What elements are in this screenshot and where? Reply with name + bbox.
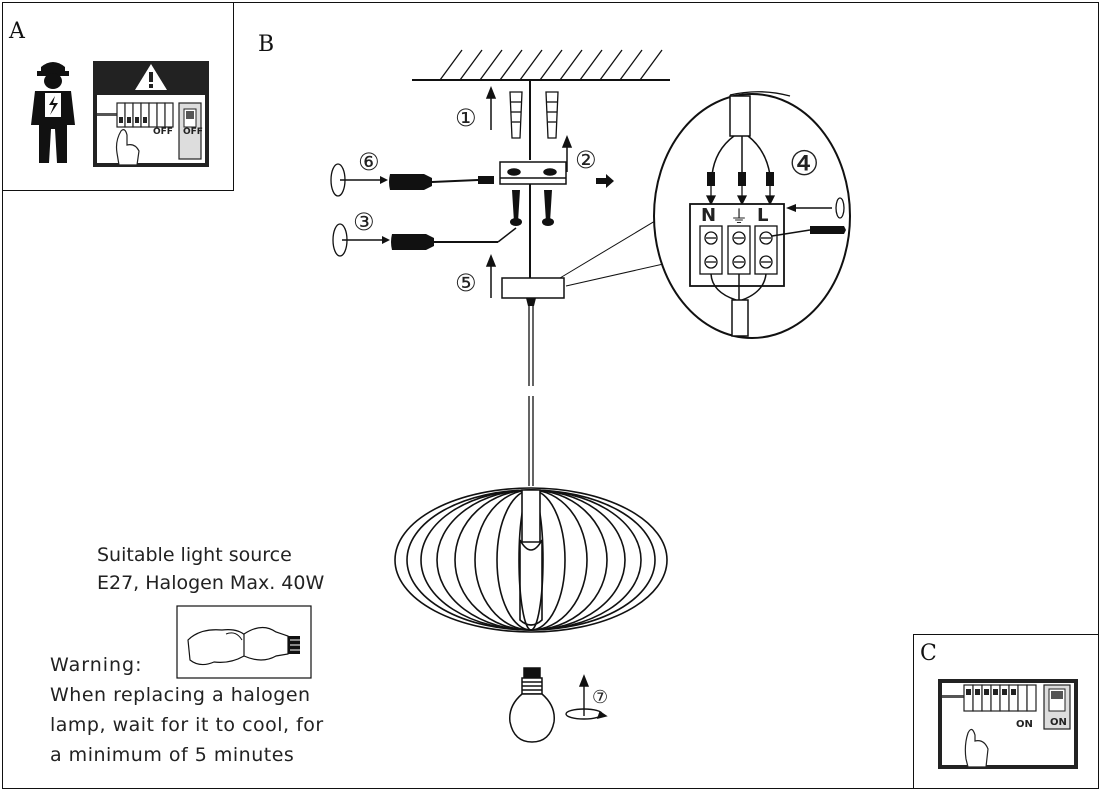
terminal-n-label: N (701, 205, 717, 226)
panel-a: A OFF OFF (2, 2, 234, 191)
bracket-screws (510, 190, 554, 226)
hand-holding-bulb-icon (176, 605, 312, 679)
terminal-ground-label: ⏚ (730, 207, 748, 228)
suspension-cord (528, 306, 534, 486)
panel-c-breaker-label: ON (1016, 719, 1033, 730)
panel-a-letter: A (9, 19, 25, 44)
warning-line3: a minimum of 5 minutes (50, 744, 295, 766)
panel-a-switch-label: OFF (183, 127, 203, 137)
step-6-label: ⑥ (358, 148, 380, 176)
screwdriver-step3 (332, 223, 517, 257)
step-5-label: ⑤ (455, 269, 477, 297)
ceiling-hatch (412, 49, 670, 81)
wall-plug-left (509, 91, 523, 139)
terminal-l-label: L (757, 205, 769, 226)
step7-arrow (565, 674, 608, 720)
lamp-shade (394, 487, 668, 633)
step-3-label: ③ (353, 208, 375, 236)
ceiling-canopy (501, 277, 565, 306)
warning-line1: When replacing a halogen (50, 684, 311, 706)
light-source-line2: E27, Halogen Max. 40W (97, 572, 325, 594)
panel-c-switch-label: ON (1050, 717, 1067, 728)
panel-a-breaker-label: OFF (153, 127, 173, 137)
screwdriver-step6 (330, 163, 479, 197)
step-1-label: ① (455, 104, 477, 132)
panel-c: C ON ON (913, 634, 1099, 789)
panel-c-letter: C (920, 641, 937, 666)
warning-line2: lamp, wait for it to cool, for (50, 714, 324, 736)
step2-arrow (561, 134, 573, 172)
electrician-icon (31, 62, 75, 163)
warning-title: Warning: (50, 654, 143, 676)
wall-plug-right (545, 91, 559, 139)
light-source-line1: Suitable light source (97, 544, 292, 566)
step-4-label: ④ (789, 144, 820, 184)
panel-b-letter: B (258, 32, 275, 57)
mounting-bracket (499, 161, 567, 185)
step-7-label: ⑦ (592, 687, 609, 708)
breaker-box-on (938, 679, 1078, 769)
step1-arrow (485, 85, 497, 130)
breaker-box-off (93, 61, 209, 167)
step-2-label: ② (575, 146, 597, 174)
step5-arrow (485, 253, 497, 298)
terminal-block-detail (653, 91, 851, 339)
light-bulb-icon (509, 667, 555, 743)
